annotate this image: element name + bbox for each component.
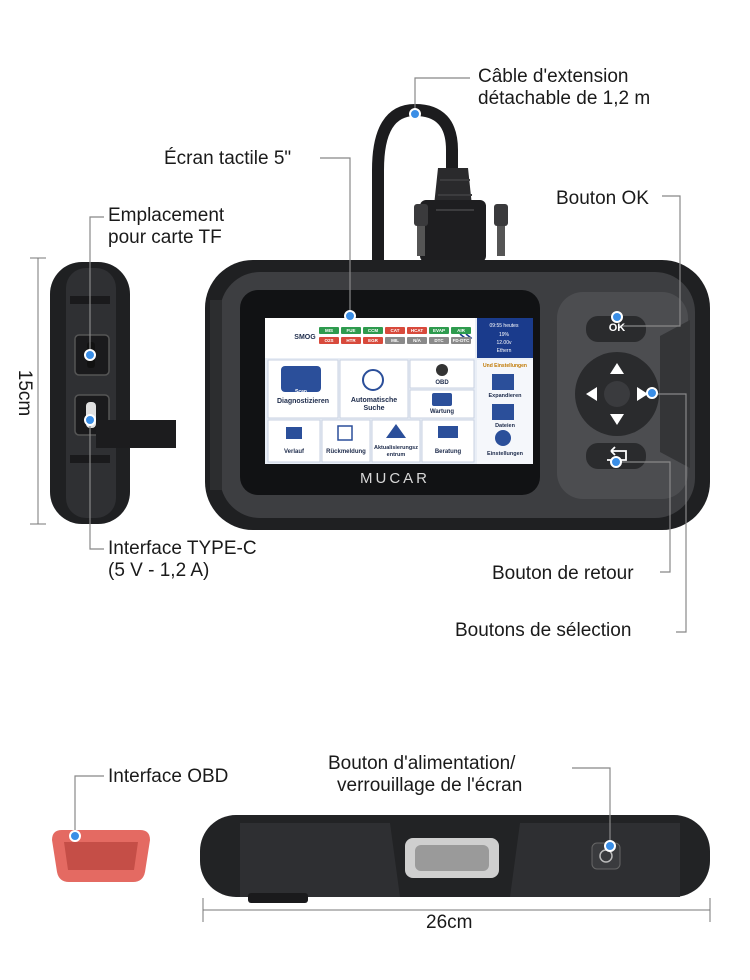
- readiness-chip: DTC: [429, 337, 449, 344]
- type-c-label-line1: Interface TYPE-C: [108, 538, 257, 559]
- tile-rueckmeldung[interactable]: Rückmeldung: [326, 449, 366, 455]
- ok-key-label: OK: [608, 322, 626, 334]
- type-c-label-line2: (5 V - 1,2 A): [108, 560, 210, 581]
- tile-obd[interactable]: OBD: [435, 380, 449, 386]
- readiness-chip: CAT: [385, 327, 405, 334]
- ok-button-marker: [611, 311, 623, 323]
- cable-label-line1: Câble d'extension: [478, 66, 629, 87]
- leader-lines: [74, 77, 687, 852]
- width-dimension: [202, 898, 711, 922]
- status-battery: 19%: [498, 332, 509, 338]
- obd-plug: [52, 830, 150, 882]
- readiness-chip: EVAP: [429, 327, 449, 334]
- cable-marker: [409, 108, 421, 120]
- readiness-chip: O2S: [319, 337, 339, 344]
- status-network: Ethern: [496, 348, 512, 354]
- power-label-line2: verrouillage de l'écran: [337, 775, 523, 796]
- ok-button-label: Bouton OK: [556, 188, 649, 209]
- tile-scan-label[interactable]: Scan: [295, 389, 307, 395]
- readiness-chip: FUE: [341, 327, 361, 334]
- obd-marker: [69, 830, 81, 842]
- width-label: 26cm: [426, 912, 473, 933]
- back-button-label: Bouton de retour: [492, 563, 634, 584]
- obd-label: Interface OBD: [108, 766, 229, 787]
- power-marker: [604, 840, 616, 852]
- readiness-chip: MIL: [385, 337, 405, 344]
- readiness-chip: N/A: [407, 337, 427, 344]
- tf-slot-label-line1: Emplacement: [108, 205, 225, 226]
- side-expandieren[interactable]: Expandieren: [488, 393, 522, 399]
- tile-beratung[interactable]: Beratung: [434, 449, 462, 455]
- tile-diagnostizieren[interactable]: Diagnostizieren: [276, 398, 330, 405]
- readiness-chip: EGR: [363, 337, 383, 344]
- tile-auto-line2[interactable]: Suche: [363, 405, 385, 412]
- side-einstellungen[interactable]: Einstellungen: [486, 451, 524, 457]
- readiness-chip: HCAT: [407, 327, 427, 334]
- tile-auto-line1[interactable]: Automatische: [350, 397, 398, 404]
- tile-verlauf[interactable]: Verlauf: [283, 449, 304, 455]
- readiness-chip: AIR: [451, 327, 471, 334]
- screen-marker: [344, 310, 356, 322]
- side-dateien[interactable]: Dateien: [495, 423, 515, 429]
- bottom-view-device: [200, 815, 710, 903]
- readiness-chip: FD-DTC: [451, 337, 471, 344]
- power-label-line1: Bouton d'alimentation/: [328, 753, 516, 774]
- back-button-marker: [610, 456, 622, 468]
- screen-label: Écran tactile 5": [164, 148, 292, 169]
- smog-label: SMOG: [294, 334, 316, 341]
- readiness-chip: MIS: [319, 327, 339, 334]
- status-voltage: 12.00v: [496, 340, 512, 346]
- side-view-device: [50, 262, 176, 524]
- cable-label-line2: détachable de 1,2 m: [478, 88, 651, 109]
- height-dimension: [30, 257, 46, 525]
- type-c-marker: [84, 414, 96, 426]
- height-label: 15cm: [14, 369, 35, 417]
- tile-aktual-line2[interactable]: entrum: [386, 452, 406, 458]
- tile-aktual-line1[interactable]: Aktualisierungsz: [373, 445, 418, 451]
- tile-wartung[interactable]: Wartung: [429, 409, 455, 415]
- tf-slot-marker: [84, 349, 96, 361]
- brand-logo: MUCAR: [360, 470, 430, 487]
- readiness-chip: HTR: [341, 337, 361, 344]
- status-time: 09:55 heutes: [489, 323, 519, 329]
- readiness-chip: CCM: [363, 327, 383, 334]
- select-buttons-marker: [646, 387, 658, 399]
- extension-cable: [372, 103, 508, 268]
- side-heading: Und Einstellungen: [483, 363, 527, 369]
- select-buttons-label: Boutons de sélection: [455, 620, 632, 641]
- tf-slot-label-line2: pour carte TF: [108, 227, 222, 248]
